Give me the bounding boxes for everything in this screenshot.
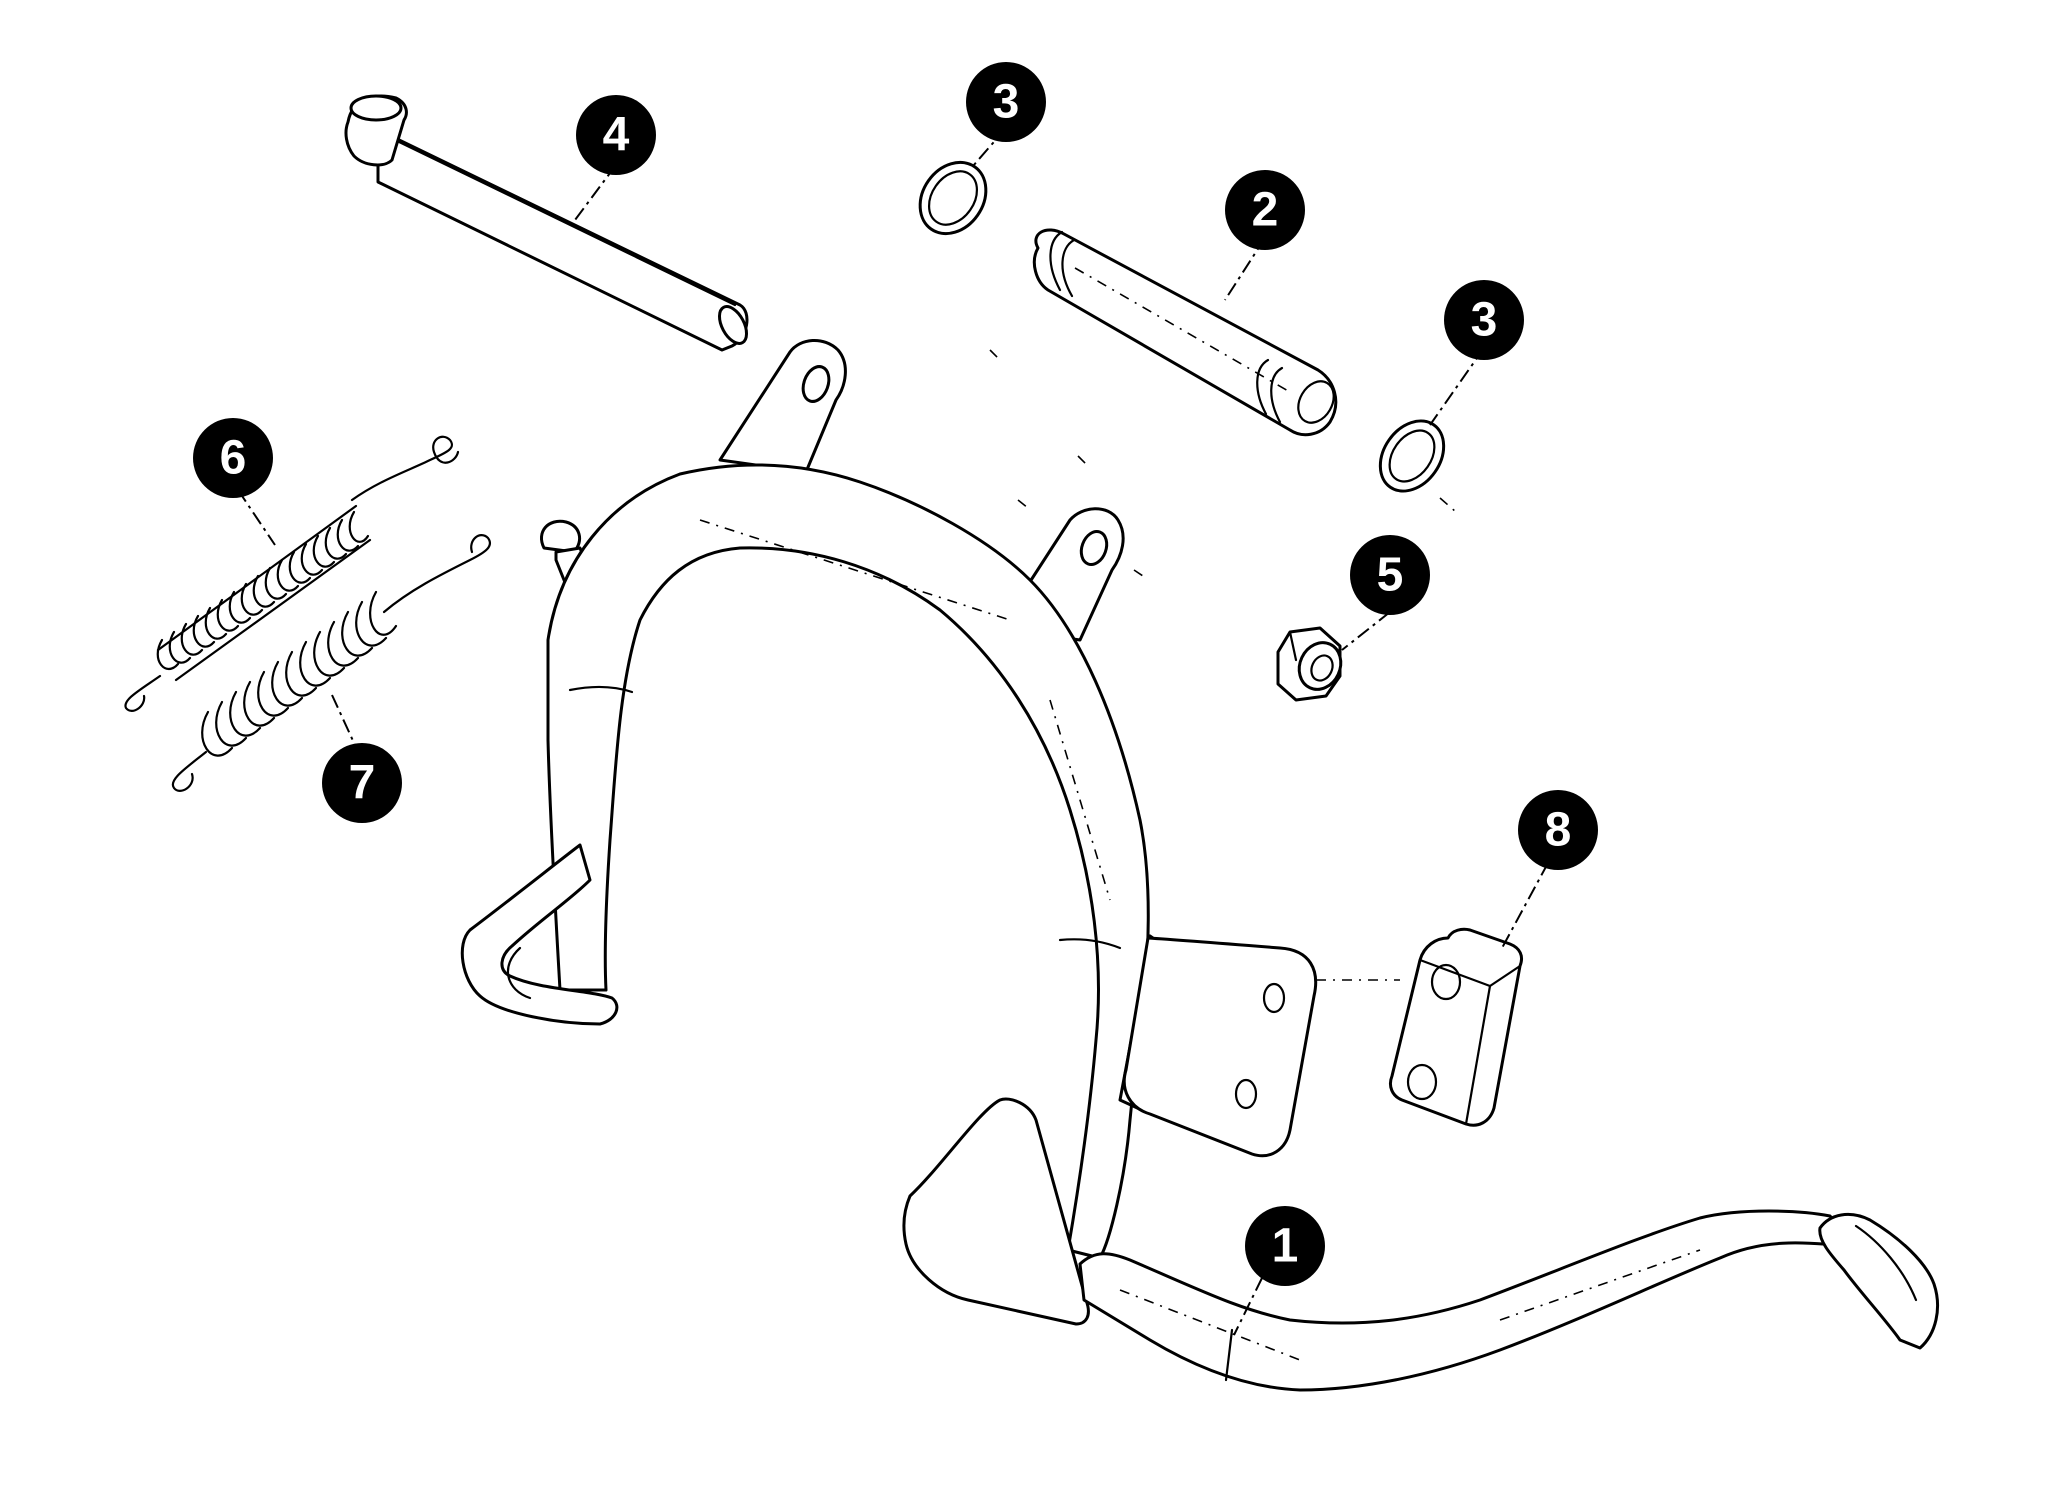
part-2-shaft: [1032, 228, 1338, 437]
callout-5-label: 5: [1377, 549, 1404, 602]
callout-3-lower-label: 3: [1471, 294, 1498, 347]
part-4-pivot-pin: [344, 94, 749, 352]
callout-1-label: 1: [1272, 1220, 1299, 1273]
callout-6-label: 6: [220, 432, 247, 485]
callout-3-lower: 3: [1444, 280, 1524, 360]
callout-8: 8: [1518, 790, 1598, 870]
part-1-center-stand: [460, 339, 1939, 1392]
callout-7: 7: [322, 743, 402, 823]
part-3-washer-upper: [918, 160, 988, 236]
part-8-rubber-pad: [1388, 927, 1524, 1127]
leader-lines: [237, 127, 1549, 1336]
callout-3-upper: 3: [966, 62, 1046, 142]
callout-8-label: 8: [1545, 804, 1572, 857]
callout-2-label: 2: [1252, 184, 1279, 237]
callout-4: 4: [576, 95, 656, 175]
callout-5: 5: [1350, 535, 1430, 615]
callout-1: 1: [1245, 1206, 1325, 1286]
callout-3-upper-label: 3: [993, 76, 1020, 129]
part-3-washer-lower: [1378, 419, 1446, 493]
part-6-spring-upper: [124, 435, 460, 712]
part-7-spring-lower: [171, 534, 492, 792]
callout-7-label: 7: [349, 757, 376, 810]
assembly-lines: [989, 349, 1457, 981]
callout-2: 2: [1225, 170, 1305, 250]
callout-4-label: 4: [603, 109, 630, 162]
part-5-nut: [1276, 626, 1343, 702]
callout-6: 6: [193, 418, 273, 498]
